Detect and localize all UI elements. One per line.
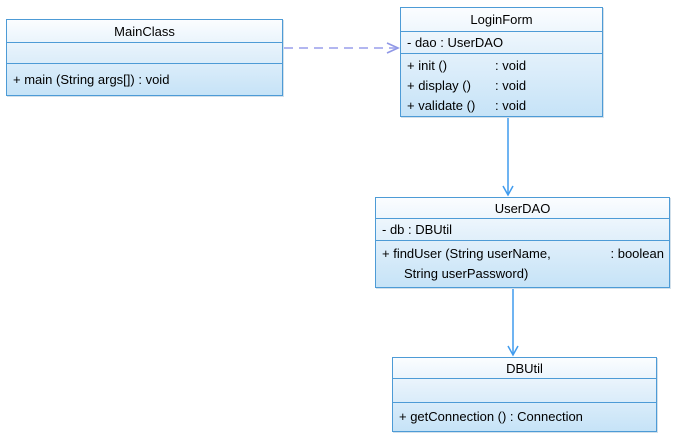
methods-compartment: + main (String args[]) : void [7,64,282,95]
method-return-type: : boolean [610,246,665,261]
method-return-type: : void [495,58,527,73]
class-box-userdao[interactable]: UserDAO - db : DBUtil + findUser (String… [375,197,670,288]
method-return-type: : void [495,98,527,113]
class-box-mainclass[interactable]: MainClass + main (String args[]) : void [6,19,283,96]
method-row-continuation: String userPassword) [404,266,529,281]
method-label: + display () [407,78,471,93]
association-edge-userdao-dbutil[interactable] [507,289,519,357]
attribute-row: - db : DBUtil [382,222,663,238]
methods-compartment: + init () : void + display () : void + v… [401,54,602,116]
method-row: + validate () : void [407,96,597,116]
method-row: + findUser (String userName, : boolean [382,244,664,264]
class-title: UserDAO [376,198,669,219]
dependency-edge-mainclass-loginform[interactable] [284,42,400,54]
attribute-label: - dao : UserDAO [407,35,504,50]
method-label: + main (String args[]) : void [13,71,170,87]
class-title: DBUtil [393,358,656,379]
method-label: + init () [407,58,448,73]
class-title: MainClass [7,20,282,43]
class-box-dbutil[interactable]: DBUtil + getConnection () : Connection [392,357,657,432]
attributes-compartment [393,379,656,403]
attributes-compartment [7,43,282,64]
attribute-label: - db : DBUtil [382,222,453,237]
attributes-compartment: - dao : UserDAO [401,32,602,54]
method-row: + init () : void [407,56,597,76]
class-title: LoginForm [401,8,602,32]
attributes-compartment: - db : DBUtil [376,219,669,241]
method-label: + getConnection () : Connection [399,409,583,424]
methods-compartment: + getConnection () : Connection [393,403,656,431]
method-row: + display () : void [407,76,597,96]
method-return-type: : void [495,78,527,93]
class-box-loginform[interactable]: LoginForm - dao : UserDAO + init () : vo… [400,7,603,117]
methods-compartment: + findUser (String userName, : boolean S… [376,241,669,287]
method-label: + findUser (String userName, [382,246,551,261]
association-edge-loginform-userdao[interactable] [502,118,514,197]
method-label: + validate () [407,98,476,113]
attribute-row: - dao : UserDAO [407,35,596,51]
